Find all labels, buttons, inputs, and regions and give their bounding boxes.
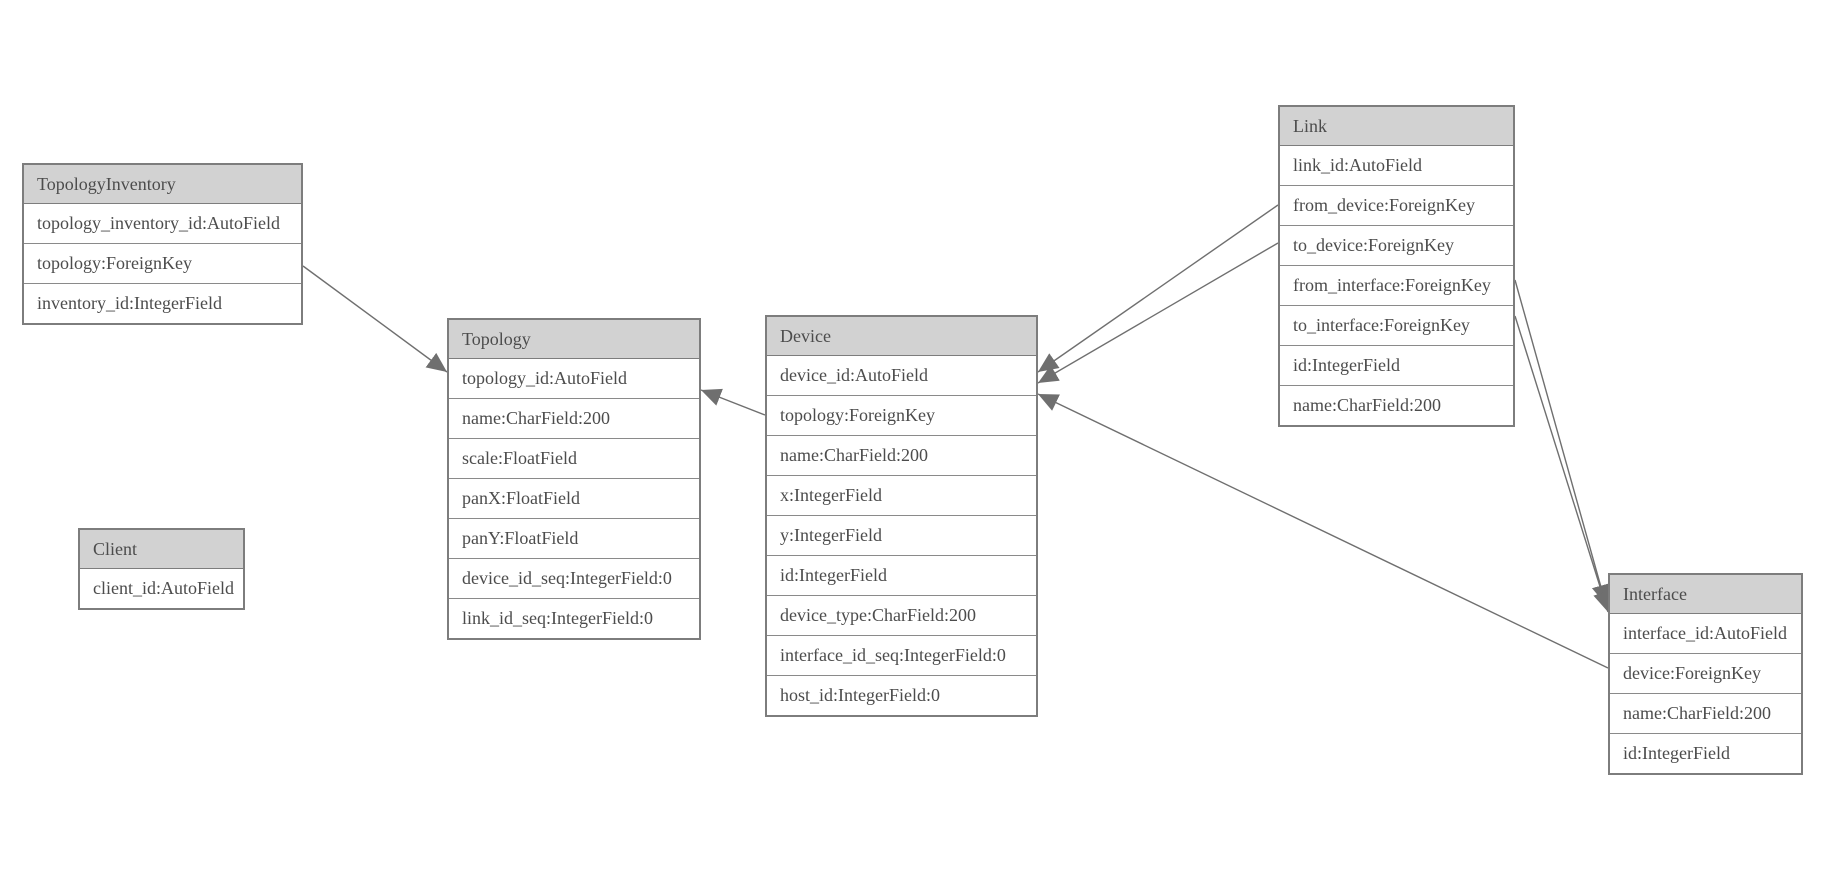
field-scale: scale:FloatField xyxy=(449,438,699,478)
entity-link: Link link_id:AutoField from_device:Forei… xyxy=(1278,105,1515,427)
field-pany: panY:FloatField xyxy=(449,518,699,558)
field-inventory-id: inventory_id:IntegerField xyxy=(24,283,301,323)
field-device-fk: device:ForeignKey xyxy=(1610,653,1801,693)
field-id: id:IntegerField xyxy=(1610,733,1801,773)
field-link-id: link_id:AutoField xyxy=(1280,146,1513,185)
arrow-link-to-interface-to-interface xyxy=(1514,315,1611,613)
field-to-device: to_device:ForeignKey xyxy=(1280,225,1513,265)
field-to-interface: to_interface:ForeignKey xyxy=(1280,305,1513,345)
entity-interface-title: Interface xyxy=(1610,575,1801,614)
entity-topologyinventory: TopologyInventory topology_inventory_id:… xyxy=(22,163,303,325)
arrow-topologyinventory-topology-to-topology xyxy=(302,265,448,373)
field-interface-id: interface_id:AutoField xyxy=(1610,614,1801,653)
arrow-link-from-interface-to-interface xyxy=(1514,279,1610,606)
field-link-id-seq: link_id_seq:IntegerField:0 xyxy=(449,598,699,638)
arrow-link-to-device-to-device xyxy=(1037,242,1279,384)
field-device-type: device_type:CharField:200 xyxy=(767,595,1036,635)
field-name: name:CharField:200 xyxy=(449,398,699,438)
field-x: x:IntegerField xyxy=(767,475,1036,515)
entity-link-title: Link xyxy=(1280,107,1513,146)
entity-topologyinventory-title: TopologyInventory xyxy=(24,165,301,204)
entity-interface: Interface interface_id:AutoField device:… xyxy=(1608,573,1803,775)
field-y: y:IntegerField xyxy=(767,515,1036,555)
entity-client: Client client_id:AutoField xyxy=(78,528,245,610)
field-interface-id-seq: interface_id_seq:IntegerField:0 xyxy=(767,635,1036,675)
entity-topology: Topology topology_id:AutoField name:Char… xyxy=(447,318,701,640)
field-name: name:CharField:200 xyxy=(1610,693,1801,733)
field-topology-fk: topology:ForeignKey xyxy=(24,243,301,283)
field-name: name:CharField:200 xyxy=(767,435,1036,475)
field-from-interface: from_interface:ForeignKey xyxy=(1280,265,1513,305)
field-id: id:IntegerField xyxy=(767,555,1036,595)
field-from-device: from_device:ForeignKey xyxy=(1280,185,1513,225)
field-host-id: host_id:IntegerField:0 xyxy=(767,675,1036,715)
field-device-id: device_id:AutoField xyxy=(767,356,1036,395)
field-client-id: client_id:AutoField xyxy=(80,569,243,608)
field-device-id-seq: device_id_seq:IntegerField:0 xyxy=(449,558,699,598)
field-topology-id: topology_id:AutoField xyxy=(449,359,699,398)
entity-topology-title: Topology xyxy=(449,320,699,359)
field-topology-inventory-id: topology_inventory_id:AutoField xyxy=(24,204,301,243)
arrow-device-topology-to-topology xyxy=(700,388,766,416)
arrow-link-from-device-to-device xyxy=(1037,204,1279,373)
entity-device: Device device_id:AutoField topology:Fore… xyxy=(765,315,1038,717)
field-topology-fk: topology:ForeignKey xyxy=(767,395,1036,435)
entity-device-title: Device xyxy=(767,317,1036,356)
field-name: name:CharField:200 xyxy=(1280,385,1513,425)
field-panx: panX:FloatField xyxy=(449,478,699,518)
entity-client-title: Client xyxy=(80,530,243,569)
arrow-interface-device-to-device xyxy=(1037,393,1609,669)
field-id: id:IntegerField xyxy=(1280,345,1513,385)
